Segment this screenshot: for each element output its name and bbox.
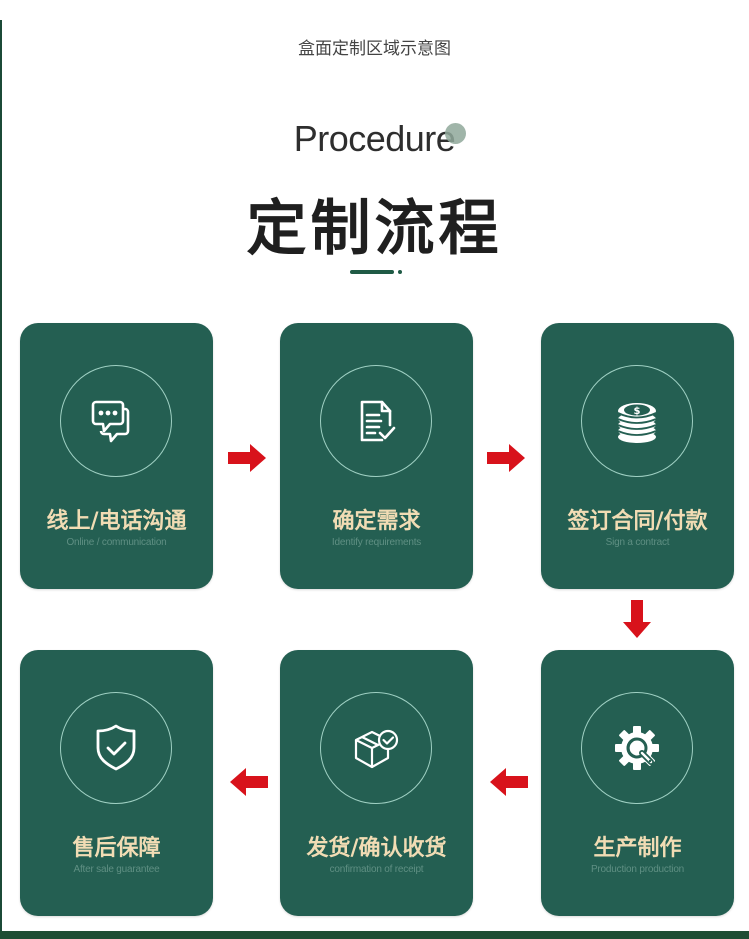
arrow-left-icon xyxy=(488,768,528,796)
arrow-left-icon xyxy=(228,768,268,796)
step-subtitle: Sign a contract xyxy=(605,537,670,548)
bottom-edge-strip xyxy=(0,931,749,939)
arrow-down-icon xyxy=(623,600,651,640)
step-title: 签订合同/付款 xyxy=(567,509,708,534)
icon-ring xyxy=(60,692,172,804)
step-card-production: 生产制作 Production production xyxy=(541,650,734,916)
arrow-right-icon xyxy=(487,444,527,472)
title-underline-dot xyxy=(398,270,402,274)
document-check-icon xyxy=(360,400,396,442)
step-subtitle: Production production xyxy=(590,864,685,875)
title-decorative-dot xyxy=(445,123,466,144)
step-subtitle: After sale guarantee xyxy=(73,864,160,875)
icon-ring xyxy=(60,365,172,477)
title-underline xyxy=(350,270,394,274)
top-caption: 盒面定制区域示意图 xyxy=(298,39,451,59)
step-subtitle: Online / communication xyxy=(66,537,167,548)
icon-ring xyxy=(320,692,432,804)
step-card-requirements: 确定需求 Identify requirements xyxy=(280,323,473,589)
svg-text:$: $ xyxy=(634,406,641,417)
shield-check-icon xyxy=(96,724,136,771)
page-title: 定制流程 xyxy=(246,194,503,264)
box-check-icon xyxy=(354,729,399,769)
step-card-contract: $ 签订合同/付款 Sign a contract xyxy=(541,323,734,589)
step-title: 售后保障 xyxy=(72,836,161,861)
step-title: 生产制作 xyxy=(593,836,682,861)
step-card-shipping: 发货/确认收货 confirmation of receipt xyxy=(280,650,473,916)
title-english: Procedure xyxy=(293,118,456,159)
icon-ring xyxy=(320,365,432,477)
step-subtitle: confirmation of receipt xyxy=(329,864,424,875)
icon-ring: $ xyxy=(581,365,693,477)
step-subtitle: Identify requirements xyxy=(331,537,422,548)
gear-wrench-icon xyxy=(615,726,659,770)
chat-bubbles-icon xyxy=(91,400,130,443)
step-title: 确定需求 xyxy=(332,509,421,534)
step-title: 线上/电话沟通 xyxy=(46,509,187,534)
left-edge-bar xyxy=(0,20,2,939)
step-card-after-sale: 售后保障 After sale guarantee xyxy=(20,650,213,916)
step-card-communication: 线上/电话沟通 Online / communication xyxy=(20,323,213,589)
icon-ring xyxy=(581,692,693,804)
arrow-right-icon xyxy=(228,444,268,472)
step-title: 发货/确认收货 xyxy=(306,836,447,861)
coin-stack-icon: $ xyxy=(617,403,657,443)
